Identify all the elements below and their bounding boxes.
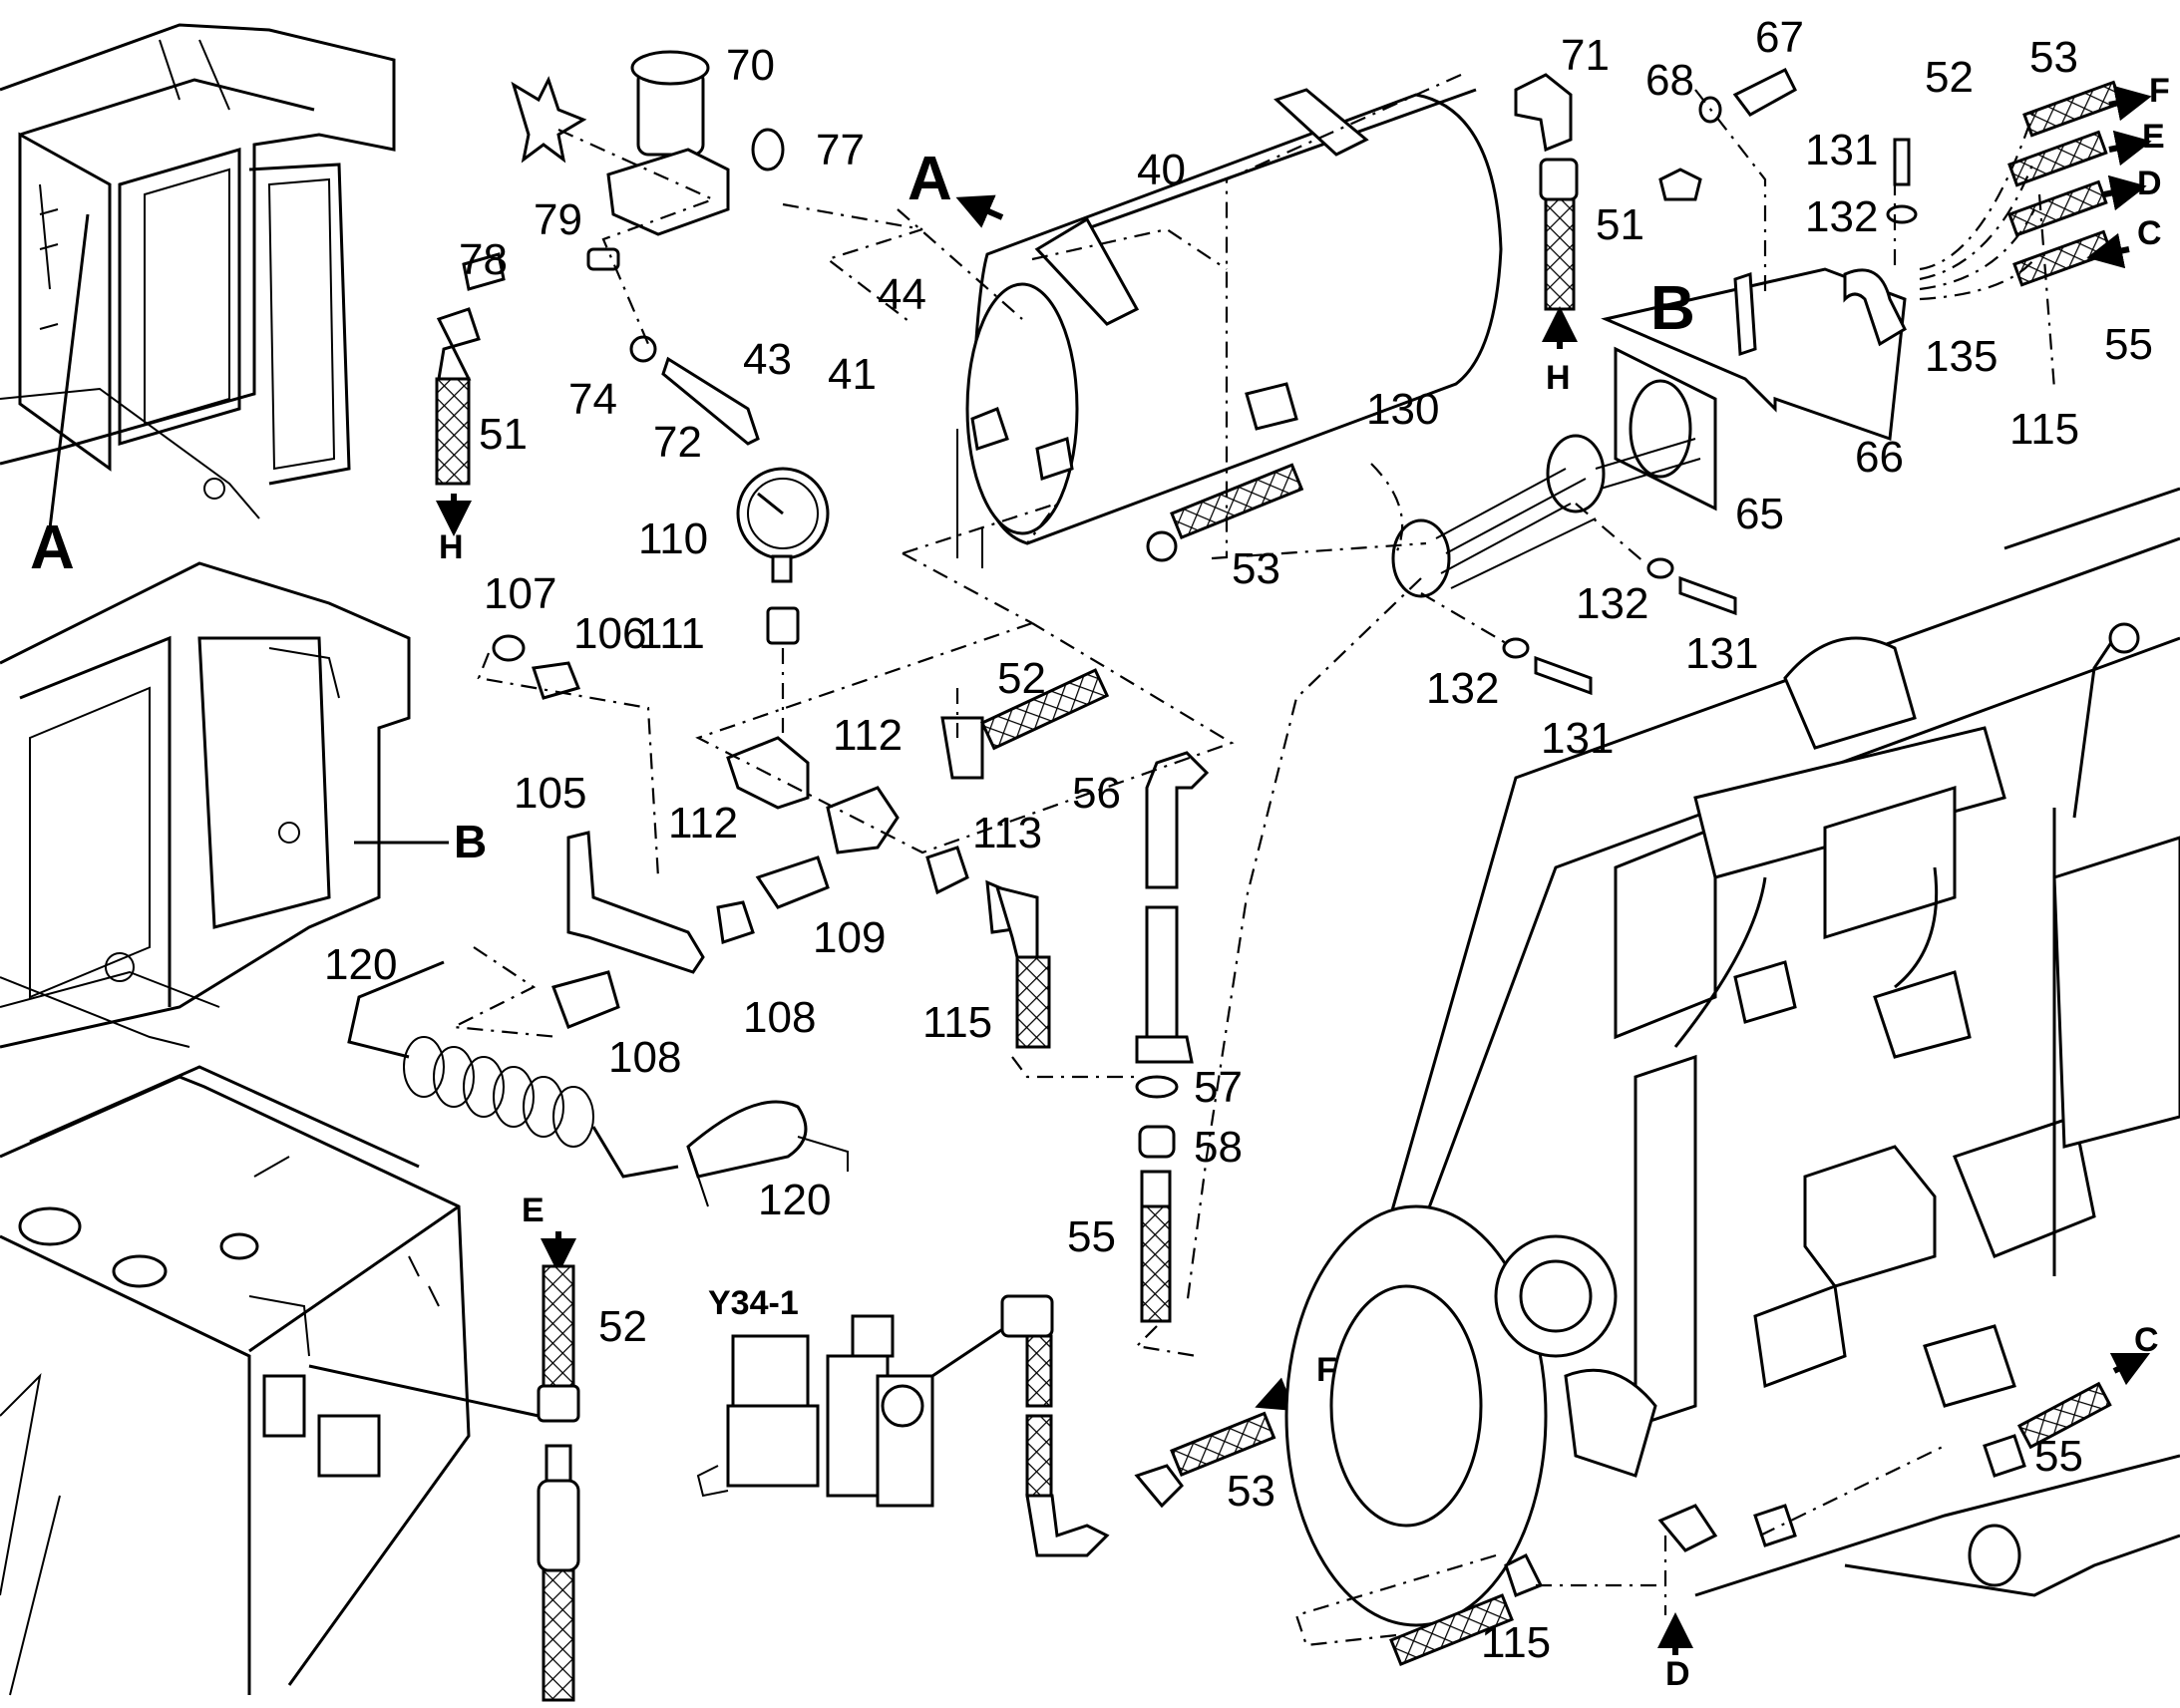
coiled-hose-120	[347, 960, 849, 1207]
label-111: 111	[638, 609, 705, 658]
label-66: 66	[1855, 433, 1904, 482]
ref-a-left: A	[30, 513, 75, 582]
label-115: 115	[2009, 405, 2079, 454]
label-131: 131	[1685, 629, 1758, 678]
label-y34-1: Y34-1	[708, 1284, 799, 1322]
bracket-105	[492, 634, 705, 1029]
label-74: 74	[568, 375, 617, 424]
label-78: 78	[459, 235, 508, 284]
ref-b-left: B	[454, 816, 487, 867]
label-130: 130	[1366, 385, 1439, 434]
tank-view-bottom-left	[0, 1065, 540, 1696]
label-109: 109	[813, 913, 886, 962]
label-131: 131	[1805, 126, 1878, 174]
hose-51-right	[1514, 73, 1579, 349]
valve-assembly-70	[462, 50, 785, 446]
label-53: 53	[1232, 544, 1280, 593]
label-44: 44	[878, 270, 926, 319]
label-52: 52	[1925, 53, 1974, 102]
label-115: 115	[922, 998, 992, 1047]
label-112: 112	[833, 711, 903, 760]
tube-56-assembly	[1135, 751, 1210, 1323]
air-tank-40	[956, 88, 1503, 568]
label-106: 106	[573, 609, 646, 658]
ref-e-bottom: E	[522, 1192, 545, 1229]
label-57: 57	[1194, 1063, 1243, 1112]
label-67: 67	[1755, 13, 1804, 62]
ref-c-bottom: C	[2134, 1321, 2159, 1359]
label-120: 120	[324, 940, 397, 989]
label-53: 53	[1227, 1467, 1275, 1516]
label-55: 55	[1067, 1212, 1116, 1261]
label-112: 112	[668, 799, 738, 848]
label-71: 71	[1561, 31, 1610, 80]
grommets-130	[1391, 434, 1701, 598]
ref-h-left: H	[439, 528, 464, 566]
ref-e-top: E	[2142, 118, 2165, 156]
label-65: 65	[1735, 490, 1784, 538]
label-55: 55	[2104, 320, 2153, 369]
label-55: 55	[2034, 1432, 2083, 1481]
ref-f-top: F	[2149, 72, 2170, 110]
part-number-labels: 70 77 79 78 51 74 72 44 43 41 40 71 51 6…	[324, 13, 2153, 1667]
ref-b-plate: B	[1650, 274, 1695, 343]
ref-h-right: H	[1546, 359, 1571, 397]
frame-view-middle-left	[0, 561, 449, 1049]
reference-markers: A A B B F E D C H H E F C D	[30, 72, 2170, 1693]
label-135: 135	[1925, 332, 1998, 381]
label-132: 132	[1576, 579, 1648, 628]
label-43: 43	[743, 335, 792, 384]
label-58: 58	[1194, 1123, 1243, 1172]
label-113: 113	[972, 809, 1042, 857]
label-131: 131	[1541, 714, 1614, 763]
label-107: 107	[484, 569, 556, 618]
regulator-unit-y34	[696, 1294, 1110, 1557]
label-56: 56	[1072, 769, 1121, 818]
hose-51-left	[435, 307, 481, 536]
hose-53-mid	[1146, 463, 1737, 696]
label-79: 79	[534, 195, 582, 244]
label-108: 108	[608, 1033, 681, 1082]
leader-lines	[450, 73, 2056, 1647]
label-108: 108	[743, 993, 816, 1042]
label-110: 110	[638, 514, 708, 563]
ref-c-top: C	[2137, 214, 2162, 252]
label-132: 132	[1426, 664, 1499, 713]
label-132: 132	[1805, 192, 1878, 241]
label-77: 77	[816, 126, 865, 174]
label-72: 72	[653, 418, 702, 467]
label-70: 70	[726, 41, 775, 90]
label-52: 52	[997, 654, 1046, 703]
ref-f-bottom: F	[1316, 1351, 1337, 1389]
label-115: 115	[1481, 1618, 1551, 1667]
label-105: 105	[514, 769, 586, 818]
label-51: 51	[1596, 200, 1644, 249]
ref-d-bottom: D	[1665, 1655, 1690, 1693]
label-53: 53	[2029, 33, 2078, 82]
label-41: 41	[828, 350, 877, 399]
hose-52-lower	[537, 1231, 580, 1702]
label-52: 52	[598, 1302, 647, 1351]
hose-52-mid	[940, 668, 1110, 780]
hose-53-lower	[1134, 1377, 1298, 1509]
frame-view-top-left	[0, 23, 396, 529]
engine-view-right	[1284, 487, 2180, 1667]
label-68: 68	[1645, 56, 1694, 105]
label-120: 120	[758, 1176, 831, 1224]
label-51: 51	[479, 410, 528, 459]
ref-a-tank: A	[908, 145, 952, 213]
label-40: 40	[1137, 146, 1186, 194]
gauge-110	[736, 467, 830, 733]
hoses-top-right	[2007, 80, 2152, 287]
ref-d-top: D	[2137, 165, 2162, 202]
